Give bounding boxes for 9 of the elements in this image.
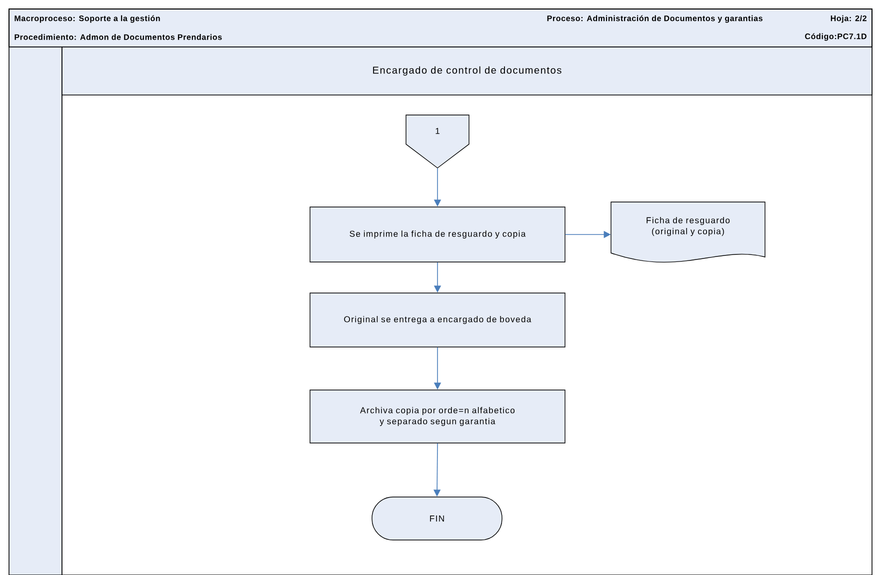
header-text: Macroproceso: Soporte a la gestión	[14, 15, 160, 23]
header-text: Hoja: 2/2	[830, 15, 866, 23]
off-page-connector: 1	[406, 114, 470, 168]
header-text: Código:PC7.1D	[805, 33, 866, 41]
process-box: Archiva copia por orde=n alfabetico y separado segun garantia	[310, 390, 566, 444]
header-text: Procedimiento: Admon de Documentos Prendarios	[14, 34, 222, 40]
process-box: Original se entrega a encargado de boveda	[310, 292, 566, 348]
process-box: Se imprime la ficha de resguardo y copia	[310, 206, 566, 262]
header-text: Proceso: Administración de Documentos y garantias	[547, 15, 762, 23]
